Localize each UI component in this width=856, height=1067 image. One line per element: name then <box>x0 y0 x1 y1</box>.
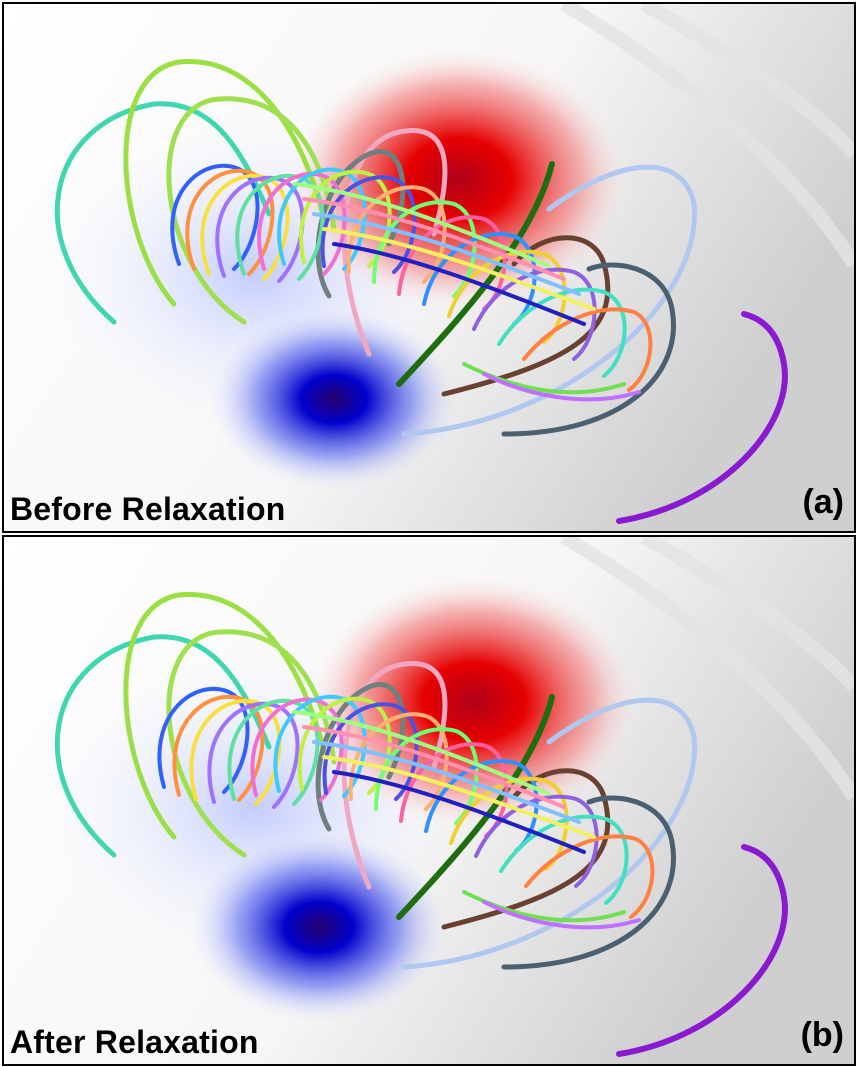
panel-label: (b) <box>800 1016 844 1054</box>
panel-caption: After Relaxation <box>10 1024 259 1060</box>
positive-polarity-region <box>304 572 644 832</box>
panel-after-relaxation: After Relaxation (b) <box>2 535 856 1066</box>
panel-caption: Before Relaxation <box>10 491 286 527</box>
flux-rope-render-b <box>4 537 854 1064</box>
panel-before-relaxation: Before Relaxation (a) <box>2 2 856 533</box>
twisted-flux-rope <box>157 686 655 930</box>
negative-polarity-region <box>204 304 464 494</box>
positive-polarity-region <box>284 44 634 314</box>
flux-rope-render-a <box>4 4 854 531</box>
negative-polarity-region <box>184 827 454 1027</box>
twisted-flux-rope <box>170 163 653 402</box>
panel-label: (a) <box>802 483 844 521</box>
